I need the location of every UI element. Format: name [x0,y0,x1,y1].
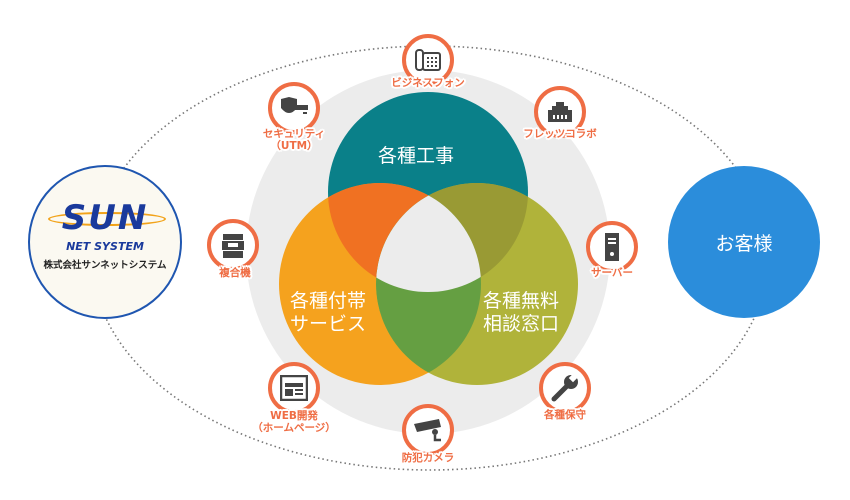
venn-left-line2: サービス [290,313,367,335]
logo-subtitle: NET SYSTEM [66,240,144,253]
venn-right-line2: 相談窓口 [483,313,560,335]
service-label-web: WEB開発 （ホームページ） [252,410,335,434]
wrench-icon [539,362,591,414]
security-sublabel: （UTM） [270,140,318,152]
service-label-copier: 複合機 [219,267,251,279]
venn-left-line1: 各種付帯 [290,290,367,312]
venn-left-label: 各種付帯 サービス [290,290,366,336]
service-label-business-phone: ビジネスフォン [391,77,465,89]
web-sublabel: （ホームページ） [252,422,336,434]
camera-icon [402,404,454,456]
customer-circle: お客様 [668,166,820,318]
service-label-maintenance: 各種保守 [544,409,586,421]
venn-top-label: 各種工事 [378,145,455,167]
security-label: セキュリティ [262,128,326,140]
company-name: 株式会社サンネットシステム [43,260,167,271]
service-label-server: サーバー [591,267,633,279]
server-icon [586,221,638,273]
venn-right-line1: 各種無料 [483,290,560,312]
copier-icon [207,219,259,271]
company-logo: SUN NET SYSTEM 株式会社サンネットシステム [28,165,182,319]
lan-port-icon [534,86,586,138]
logo-brand-text: SUN [61,198,149,238]
web-label: WEB開発 [270,410,318,422]
phone-icon [402,34,454,86]
security-icon [268,82,320,134]
venn-right-label: 各種無料 相談窓口 [483,290,559,336]
service-label-camera: 防犯カメラ [401,452,455,464]
web-icon [268,362,320,414]
service-label-security: セキュリティ （UTM） [263,128,325,152]
service-label-flets: フレッツコラボ [523,128,597,140]
logo-orbit [48,212,166,226]
logo-brand: SUN [30,199,180,237]
